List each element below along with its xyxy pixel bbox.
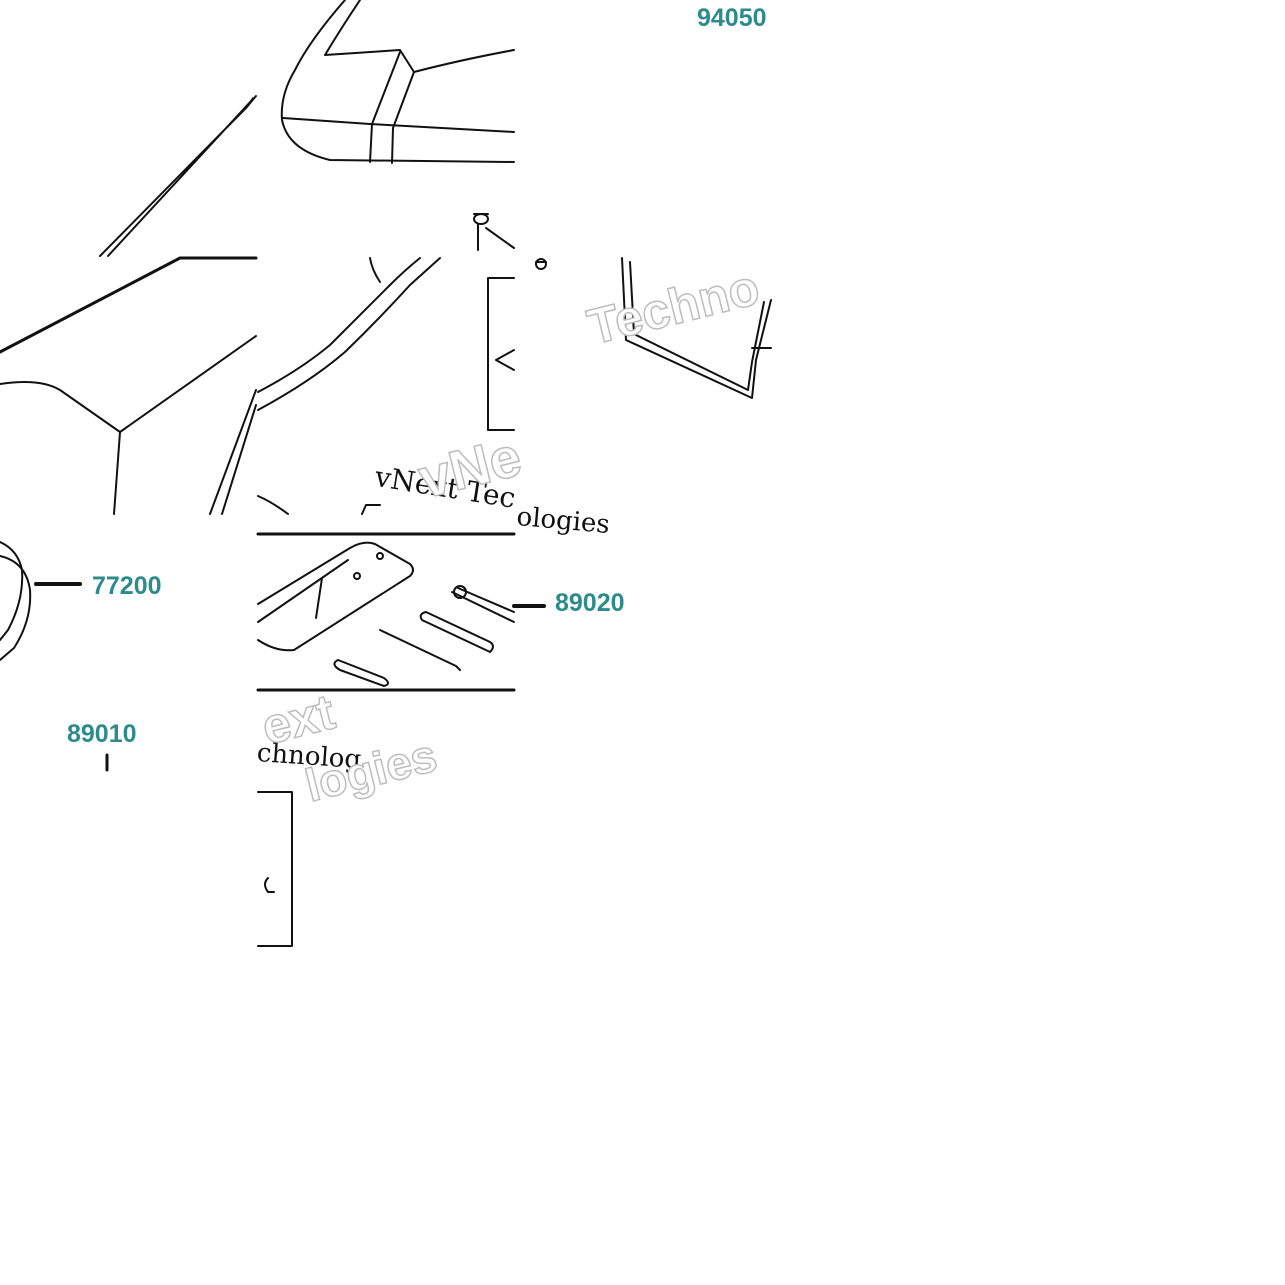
bracket-drawing: [487, 258, 547, 431]
bolt-drawing: [473, 213, 515, 251]
part-number-77200: 77200: [92, 572, 162, 600]
part-number-89010: 89010: [67, 720, 137, 748]
part-number-94050: 94050: [697, 4, 767, 32]
leader-lines: [34, 582, 546, 772]
seat-edge-drawing: [0, 541, 32, 661]
seat-rear-tip-drawing: [99, 95, 257, 257]
part-number-89020: 89020: [555, 589, 625, 617]
tool-kit-drawing: [256, 532, 516, 692]
plate-drawing: [621, 257, 772, 399]
seat-side-drawing: [257, 257, 441, 515]
seat-body-drawing: [0, 256, 258, 515]
pouch-drawing: [257, 791, 293, 947]
seat-front-drawing: [280, 0, 515, 164]
